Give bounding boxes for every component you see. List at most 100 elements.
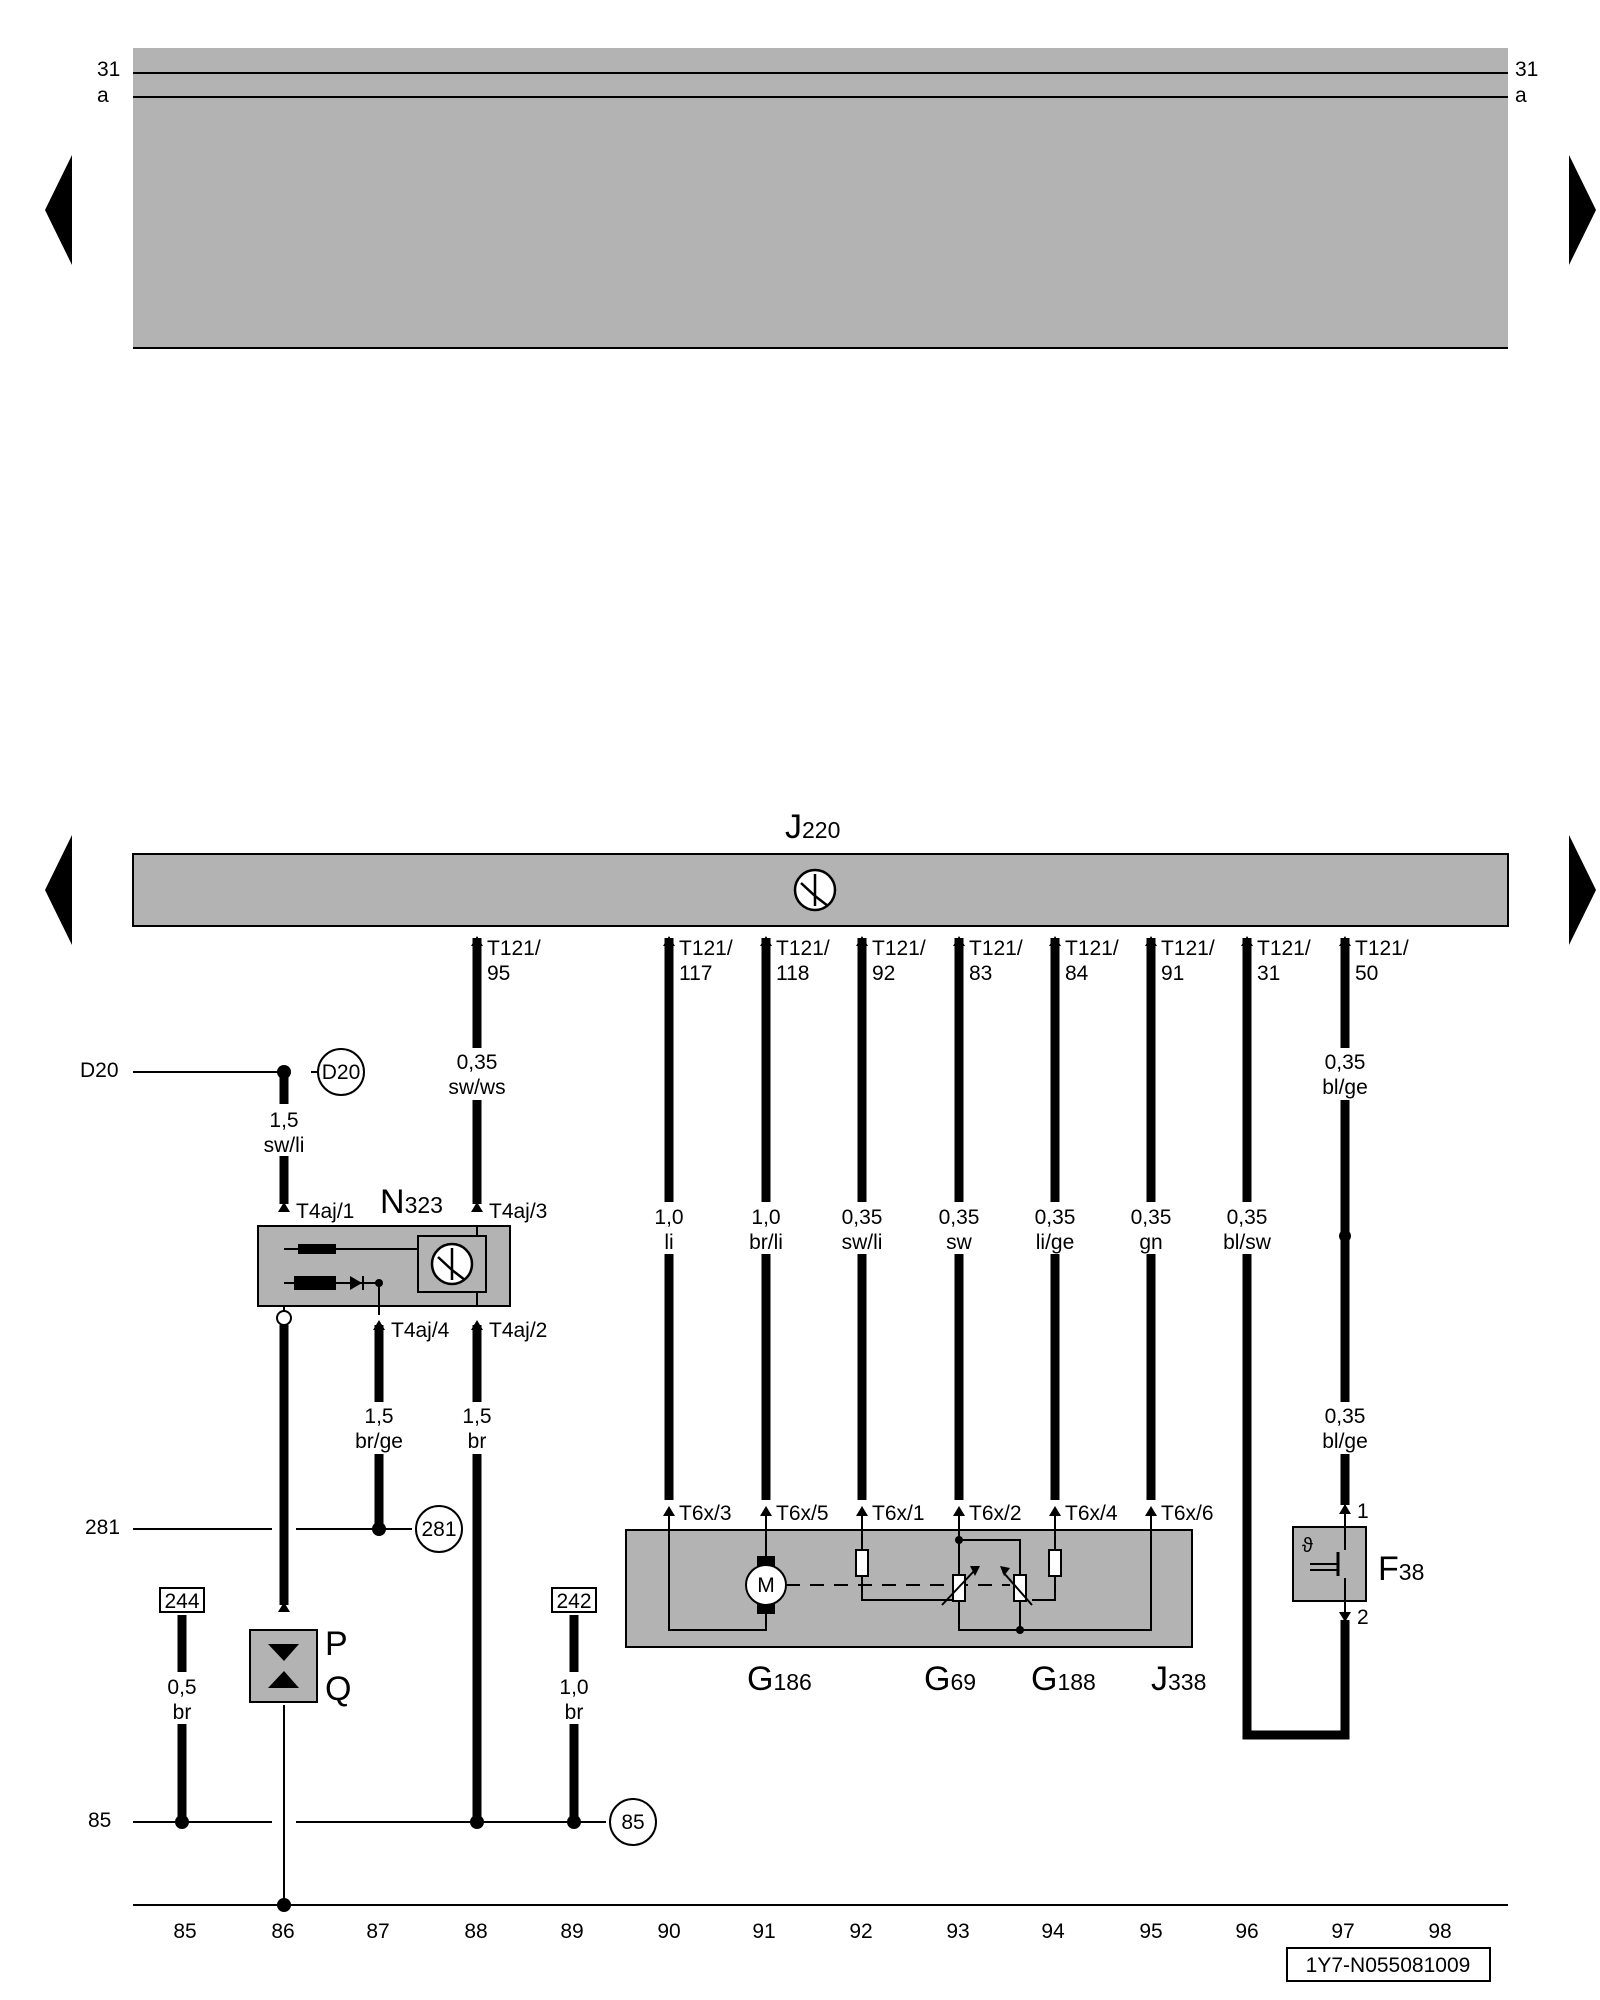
svg-text:br: br	[565, 1701, 584, 1724]
svg-text:0,35: 0,35	[1131, 1206, 1172, 1229]
wire-label-88-bottom: 1,5 br	[452, 1402, 502, 1454]
pin-label: T121/	[1065, 937, 1119, 960]
svg-text:0,35: 0,35	[842, 1206, 883, 1229]
wire-label-91: 1,0 br/li	[737, 1202, 795, 1254]
svg-text:242: 242	[556, 1590, 591, 1613]
pin-arrow-icons	[663, 1506, 1157, 1516]
wire-label-93: 0,35 sw	[930, 1202, 988, 1254]
column-number: 97	[1331, 1920, 1354, 1943]
column-number: 91	[752, 1920, 775, 1943]
junction-dots	[175, 1065, 1351, 1912]
valve-n323	[257, 1225, 511, 1326]
pin-label: 91	[1161, 962, 1184, 985]
pin-label: 83	[969, 962, 992, 985]
switch-f38: ϑ	[1292, 1504, 1367, 1622]
column-number: 88	[464, 1920, 487, 1943]
resistor-icon	[1048, 1549, 1062, 1577]
wire-label-94: 0,35 li/ge	[1023, 1202, 1087, 1254]
pin-label: T121/	[1355, 937, 1409, 960]
pq-element	[249, 1602, 318, 1703]
next-page-arrow-icon[interactable]	[1569, 835, 1596, 945]
component-label-g69: G69	[924, 1660, 976, 1698]
pin-label: T121/	[487, 937, 541, 960]
pin-label: T121/	[776, 937, 830, 960]
svg-text:0,35: 0,35	[1227, 1206, 1268, 1229]
svg-text:0,35: 0,35	[457, 1051, 498, 1074]
pin-label: 84	[1065, 962, 1089, 985]
svg-text:1,5: 1,5	[462, 1405, 491, 1428]
column-number: 98	[1428, 1920, 1451, 1943]
motor-label: M	[757, 1574, 775, 1597]
wire-label-97-bottom: 0,35 bl/ge	[1310, 1402, 1380, 1454]
pin-label: 31	[1257, 962, 1280, 985]
rail-label-85: 85	[88, 1809, 111, 1832]
connector-label: 2	[1357, 1606, 1369, 1629]
rail-label-281: 281	[85, 1516, 120, 1539]
pin-label: T121/	[1257, 937, 1311, 960]
column-number: 93	[946, 1920, 969, 1943]
svg-text:D20: D20	[322, 1061, 361, 1084]
column-number: 92	[849, 1920, 872, 1943]
svg-text:0,5: 0,5	[167, 1676, 196, 1699]
svg-text:1,5: 1,5	[364, 1405, 393, 1428]
connector-label: 1	[1357, 1500, 1369, 1523]
document-id: 1Y7-N055081009	[1306, 1954, 1471, 1977]
svg-text:281: 281	[421, 1518, 456, 1541]
svg-text:1,5: 1,5	[269, 1109, 298, 1132]
component-label-j338: J338	[1151, 1660, 1206, 1698]
motor-icon	[745, 1564, 787, 1606]
connector-label: T6x/3	[679, 1502, 732, 1525]
prev-page-arrow-icon[interactable]	[45, 835, 72, 945]
wire-label-95: 0,35 gn	[1122, 1202, 1180, 1254]
svg-text:gn: gn	[1139, 1231, 1162, 1254]
svg-text:li: li	[664, 1231, 673, 1254]
connector-label: T4aj/3	[489, 1200, 547, 1223]
prev-page-arrow-icon[interactable]	[45, 155, 72, 265]
svg-text:sw: sw	[946, 1231, 973, 1254]
component-label-n323: N323	[380, 1183, 443, 1221]
pin-label: T121/	[872, 937, 926, 960]
wire-label-87: 1,5 br/ge	[350, 1402, 408, 1454]
svg-text:244: 244	[164, 1590, 199, 1613]
pin-label: 117	[679, 962, 712, 985]
svg-text:1,0: 1,0	[654, 1206, 683, 1229]
svg-text:li/ge: li/ge	[1036, 1231, 1075, 1254]
pin-label: 95	[487, 962, 510, 985]
component-label-g186: G186	[747, 1660, 812, 1698]
ref-box-242: 242	[551, 1587, 597, 1613]
throttle-module-j338: M	[625, 1512, 1193, 1648]
svg-text:1,0: 1,0	[559, 1676, 588, 1699]
rail-label-31-right: 31	[1515, 58, 1538, 81]
component-label-g188: G188	[1031, 1660, 1096, 1698]
rail-label-a-left: a	[97, 84, 109, 107]
connector-label: T6x/2	[969, 1502, 1022, 1525]
wire-label-92: 0,35 sw/li	[830, 1202, 894, 1254]
column-number: 85	[173, 1920, 196, 1943]
wire-label-90: 1,0 li	[640, 1202, 698, 1254]
next-page-arrow-icon[interactable]	[1569, 155, 1596, 265]
column-number: 90	[657, 1920, 680, 1943]
connector-label: T6x/4	[1065, 1502, 1118, 1525]
connector-label: T4aj/2	[489, 1319, 547, 1342]
ref-circle-d20: D20	[317, 1048, 365, 1096]
svg-text:0,35: 0,35	[1325, 1405, 1366, 1428]
ref-box-244: 244	[159, 1587, 205, 1613]
svg-text:br/li: br/li	[749, 1231, 783, 1254]
wire-label-88-top: 0,35 sw/ws	[440, 1048, 514, 1100]
svg-text:0,35: 0,35	[1035, 1206, 1076, 1229]
svg-text:0,35: 0,35	[939, 1206, 980, 1229]
ref-circle-85: 85	[609, 1798, 657, 1846]
connector-label: T6x/1	[872, 1502, 925, 1525]
resistor-icon	[855, 1549, 869, 1577]
pin-label: T121/	[679, 937, 733, 960]
wire-label-89: 1,0 br	[549, 1672, 599, 1724]
connector-label: T6x/6	[1161, 1502, 1214, 1525]
pin-label: 118	[776, 962, 809, 985]
svg-text:br/ge: br/ge	[355, 1430, 403, 1453]
svg-text:0,35: 0,35	[1325, 1051, 1366, 1074]
pin-arrow-icons	[471, 936, 1351, 946]
connector-label: T6x/5	[776, 1502, 829, 1525]
pin-label: T121/	[969, 937, 1023, 960]
ref-circle-281: 281	[415, 1505, 463, 1553]
